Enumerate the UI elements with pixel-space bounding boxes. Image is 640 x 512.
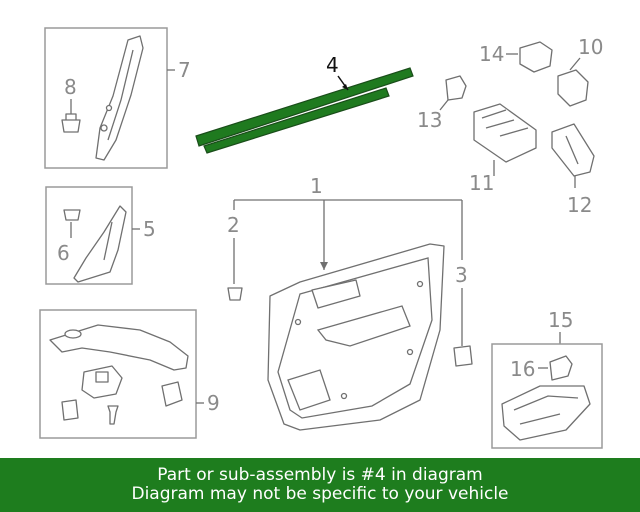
switch-13 bbox=[445, 75, 467, 101]
group-box-9 bbox=[39, 309, 197, 439]
weatherstrip-part-4-lower bbox=[203, 87, 390, 154]
banner-line-2: Diagram may not be specific to your vehi… bbox=[131, 484, 509, 504]
callout-4: 4 bbox=[326, 53, 339, 77]
clip-9b bbox=[161, 381, 183, 407]
callout-10: 10 bbox=[578, 35, 603, 59]
callout-9: 9 bbox=[207, 391, 220, 415]
mirror-cover bbox=[73, 205, 127, 283]
weatherstrip-part-4-upper bbox=[195, 67, 414, 147]
highlighted-weatherstrip-group: 4 bbox=[195, 53, 414, 154]
callout-12: 12 bbox=[567, 193, 592, 217]
inside-handle-recess bbox=[311, 279, 361, 309]
callout-6: 6 bbox=[57, 241, 70, 265]
mirror-cover-group: 5 6 bbox=[45, 186, 156, 285]
callout-13: 13 bbox=[417, 108, 442, 132]
banner-line-1: Part or sub-assembly is #4 in diagram bbox=[157, 465, 483, 485]
pocket-bracket bbox=[501, 385, 591, 441]
lamp-16 bbox=[549, 355, 573, 381]
pocket-group: 15 16 bbox=[491, 308, 603, 449]
door-trim-panel bbox=[267, 243, 445, 431]
switch-bezel bbox=[49, 324, 189, 371]
callout-16: 16 bbox=[510, 357, 535, 381]
screw-9 bbox=[107, 405, 119, 425]
switch-10 bbox=[557, 69, 589, 107]
group-box-15 bbox=[491, 343, 603, 449]
door-trim-group: 1 2 3 bbox=[227, 174, 473, 431]
clip-8 bbox=[61, 113, 81, 133]
callout-15: 15 bbox=[548, 308, 573, 332]
clip-9a bbox=[61, 399, 79, 421]
callout-1: 1 bbox=[310, 174, 323, 198]
callout-7: 7 bbox=[178, 58, 191, 82]
switch-parts-group: 14 10 13 11 12 bbox=[417, 35, 603, 217]
switch-14 bbox=[519, 41, 553, 73]
pillar-garnish-group: 7 8 bbox=[44, 27, 191, 169]
callout-11: 11 bbox=[469, 171, 494, 195]
info-banner: Part or sub-assembly is #4 in diagram Di… bbox=[0, 458, 640, 512]
group-box-5 bbox=[45, 186, 133, 285]
window-switch-11 bbox=[473, 103, 537, 163]
window-switch-12 bbox=[551, 123, 595, 177]
callout-3: 3 bbox=[455, 263, 468, 287]
clip-6 bbox=[63, 209, 81, 221]
clip-3 bbox=[453, 345, 473, 367]
pillar-garnish bbox=[95, 35, 144, 161]
bezel-group: 9 bbox=[39, 309, 220, 439]
callout-5: 5 bbox=[143, 217, 156, 241]
clip-2 bbox=[227, 287, 243, 301]
callout-2: 2 bbox=[227, 213, 240, 237]
group-box-7 bbox=[44, 27, 168, 169]
callout-8: 8 bbox=[64, 75, 77, 99]
callout-14: 14 bbox=[479, 42, 504, 66]
